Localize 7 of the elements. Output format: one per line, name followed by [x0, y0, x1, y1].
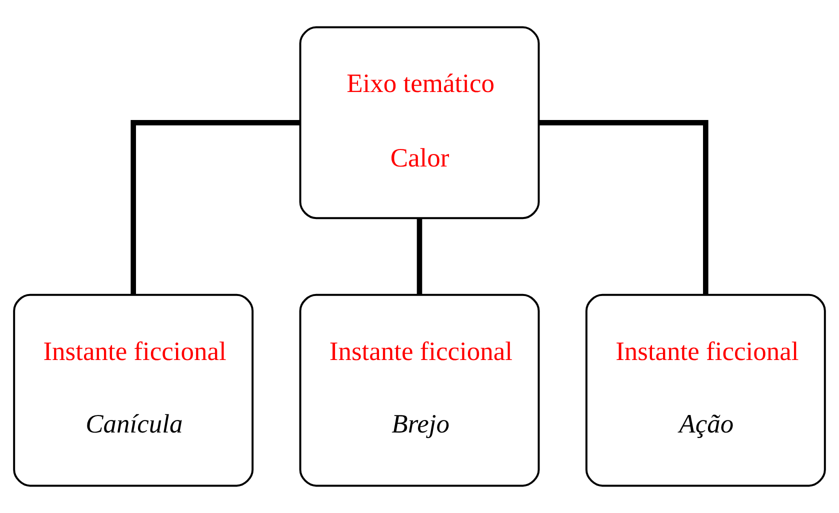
node-box: Instante ficcional Ação	[585, 294, 826, 487]
node-box: Instante ficcional Canícula	[13, 294, 254, 487]
node-box: Instante ficcional Brejo	[299, 294, 540, 487]
connector	[416, 218, 422, 295]
connector	[538, 120, 708, 295]
node-box: Eixo temático Calor	[299, 26, 540, 220]
connector	[130, 120, 300, 295]
